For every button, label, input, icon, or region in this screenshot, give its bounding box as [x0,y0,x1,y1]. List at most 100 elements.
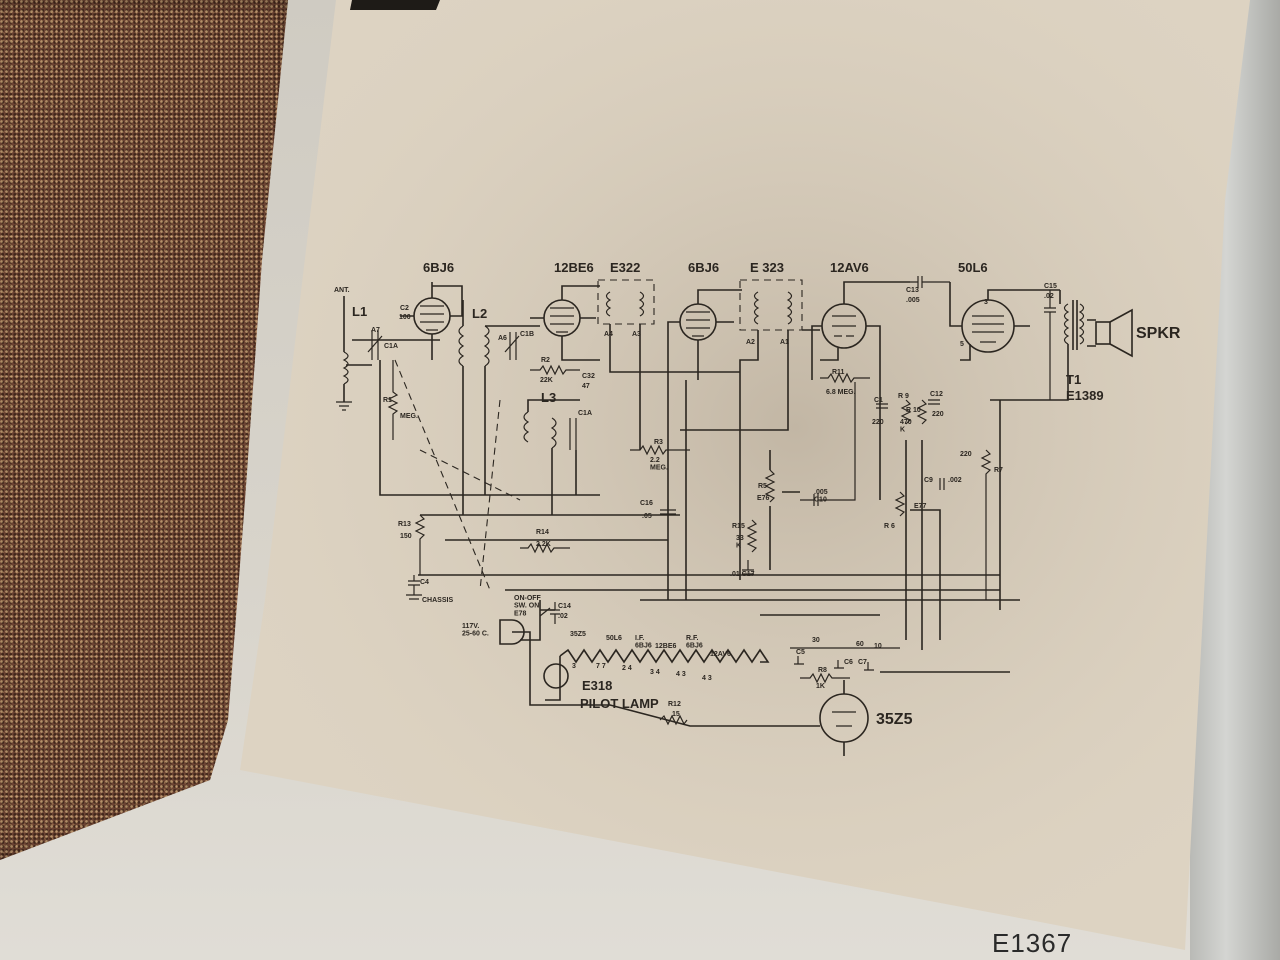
antenna-symbol: ANT. L1 [334,287,367,411]
resistor-r8: R8 1K [800,667,850,690]
tube-label-50l6: 50L6 [958,260,988,275]
svg-text:C6: C6 [844,659,853,666]
chassis-label: CHASSIS [422,597,453,604]
svg-text:R 10: R 10 [906,407,921,414]
svg-text:R.F.6BJ6: R.F.6BJ6 [686,635,703,650]
svg-text:22K: 22K [540,377,553,384]
svg-text:MEG.: MEG. [400,413,418,420]
capacitor-c9: C9 .002 [924,477,962,490]
svg-text:C16: C16 [640,500,653,507]
svg-text:.02: .02 [1044,293,1054,300]
svg-text:.02: .02 [558,613,568,620]
svg-text:2.2K: 2.2K [536,541,551,548]
svg-text:A4: A4 [604,331,613,338]
svg-text:R2: R2 [541,357,550,364]
svg-text:1K: 1K [816,683,825,690]
l3-label: L3 [541,390,556,405]
svg-text:R13: R13 [398,521,411,528]
svg-text:R15: R15 [732,523,745,530]
svg-text:R3: R3 [654,439,663,446]
svg-text:R1: R1 [383,397,392,404]
tube-12be6: 12BE6 [530,260,600,361]
svg-text:.002: .002 [948,477,962,484]
l2-label: L2 [472,306,487,321]
svg-text:C13: C13 [906,287,919,294]
resistor-r14: R14 2.2K [520,529,570,554]
svg-text:R11: R11 [832,369,845,376]
pilot-lamp: E318 PILOT LAMP [529,663,820,727]
svg-text:C1: C1 [874,397,883,404]
svg-text:47: 47 [582,383,590,390]
resistor-r12: R12 15 [659,701,688,726]
svg-text:C5: C5 [796,649,805,656]
tube-35z5: 35Z5 [819,680,913,756]
svg-text:220: 220 [960,451,972,458]
capacitor-c11: C1 220 [872,397,888,426]
svg-text:10: 10 [874,643,882,650]
tube-label-12av6: 12AV6 [830,260,869,275]
tube-label-12be6: 12BE6 [554,260,594,275]
capacitor-c13: C13 .005 [906,276,950,304]
tube-6bj6-if: 6BJ6 [667,260,742,600]
output-transformer: T1 E1389 [990,290,1104,403]
svg-text:E76: E76 [757,495,770,502]
tube-50l6: 50L6 3 5 [949,260,1060,361]
tube-label-6bj6-if: 6BJ6 [688,260,719,275]
resistor-r7: 220 R7 [960,449,1003,600]
pilot-part-label: E318 [582,678,612,693]
svg-text:15: 15 [672,711,680,718]
tube-label-35z5: 35Z5 [876,711,913,728]
svg-text:3 4: 3 4 [650,669,660,676]
svg-text:12AV6: 12AV6 [710,651,731,658]
capacitor-c4: C4 CHASSIS [406,575,453,604]
svg-text:A1: A1 [780,339,789,346]
capacitor-c15: C15 .02 [1044,283,1057,400]
resistor-r11: R11 6.8 MEG. [820,369,870,396]
svg-text:A7: A7 [371,327,380,334]
capacitor-c17: .01 C17 [730,560,755,578]
tube-6bj6-rf: 6BJ6 C2 100 [399,260,463,360]
svg-text:2 4: 2 4 [622,665,632,672]
svg-text:6.8 MEG.: 6.8 MEG. [826,389,856,396]
svg-text:R 6: R 6 [884,523,895,530]
svg-text:.01 C17: .01 C17 [730,571,755,578]
svg-text:R5: R5 [758,483,767,490]
tube-label-6bj6-rf: 6BJ6 [423,260,454,275]
svg-text:3: 3 [984,299,988,306]
speaker-label: SPKR [1136,325,1181,342]
l1-label: L1 [352,304,367,319]
svg-text:C14: C14 [558,603,571,610]
svg-text:C7: C7 [858,659,867,666]
ac-plug: 117V.25-60 C. [462,619,531,690]
svg-text:7 7: 7 7 [596,663,606,670]
if-transformer-e323: E 323 A2 A1 [680,260,820,580]
coil-l2: L2 A6 C1B [458,300,540,515]
c2-label: C2 [400,305,409,312]
svg-text:C1B: C1B [520,331,534,338]
svg-text:.05: .05 [642,513,652,520]
svg-text:.005: .005 [906,297,920,304]
svg-text:60: 60 [856,641,864,648]
svg-text:R7: R7 [994,467,1003,474]
if-transformer-e322: E322 A4 A3 [597,260,740,450]
svg-text:C1A: C1A [384,343,398,350]
coil-l3: L3 C1A [523,390,592,515]
filter-caps: 30 60 10 C5 C6 C7 [790,637,1010,673]
speaker-symbol: SPKR [1087,308,1181,358]
line-voltage-label: 117V.25-60 C. [462,623,489,638]
e1389-label: E1389 [1066,388,1104,403]
svg-text:I.F.6BJ6: I.F.6BJ6 [635,635,652,650]
svg-text:A2: A2 [746,339,755,346]
e323-label: E 323 [750,260,784,275]
svg-text:R8: R8 [818,667,827,674]
svg-text:R 9: R 9 [898,393,909,400]
c2-value: 100 [399,314,411,321]
